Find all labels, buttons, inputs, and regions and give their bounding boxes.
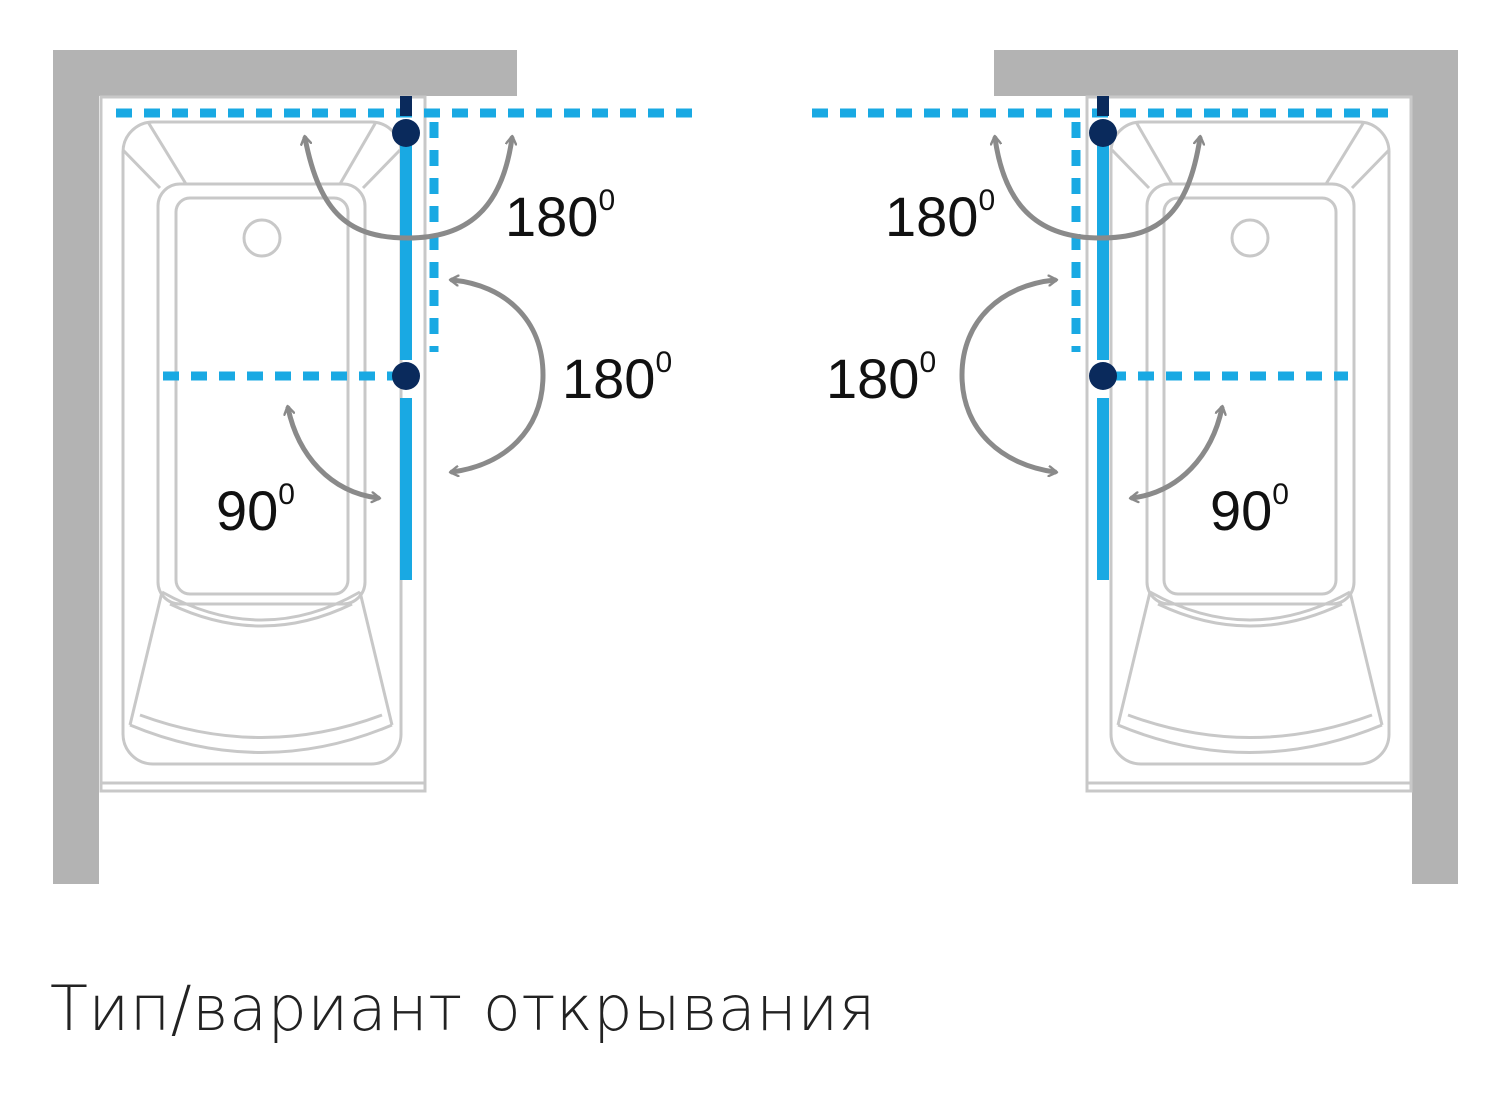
left-bathtub [99,95,427,793]
left-hinge-top-bar [400,96,412,116]
left-arrow-mid-180 [452,280,546,472]
left-hinge-top [392,119,420,147]
right-arrow-mid-180 [959,280,1055,472]
right-wall-top [994,50,1458,96]
left-hinge-middle [392,362,420,390]
left-top-angle-label: 1800 [505,184,615,248]
right-top-angle-label: 1800 [885,184,995,248]
right-arrows [959,138,1222,498]
left-variant: 1800 1800 900 [53,50,700,884]
left-middle-angle-label: 1800 [562,346,672,410]
right-bottom-angle-label: 900 [1210,478,1289,542]
right-middle-angle-label: 1800 [826,346,936,410]
right-hinge-top-bar [1097,96,1109,116]
left-bottom-angle-label: 900 [216,478,295,542]
caption: Тип/вариант открывания [50,972,876,1045]
right-arrow-top-180 [995,138,1200,241]
right-hinge-top [1089,119,1117,147]
left-wall-vertical [53,50,99,884]
left-wall-top [53,50,517,96]
right-wall-vertical [1412,50,1458,884]
right-hinge-middle [1089,362,1117,390]
left-arrow-top-180 [305,138,512,241]
right-arrow-bottom-90 [1132,408,1222,498]
left-arrows [288,138,546,498]
right-bathtub [1085,95,1413,793]
right-variant: 1800 1800 900 [812,50,1458,884]
left-arrow-bottom-90 [288,408,378,498]
